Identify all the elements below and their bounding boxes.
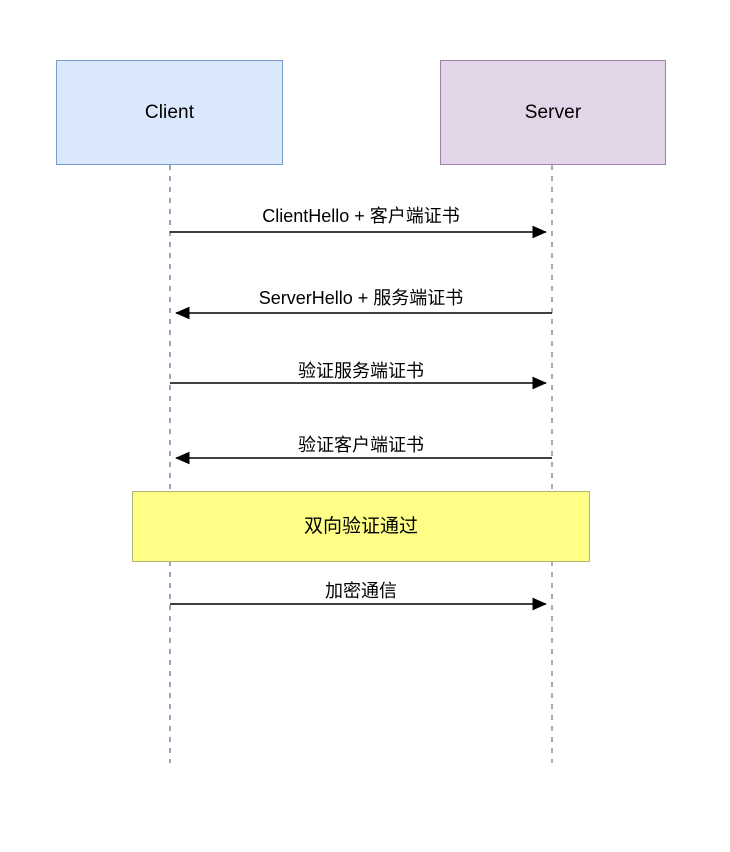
lifeline-group — [169, 165, 553, 763]
message-label-4: 验证客户端证书 — [298, 435, 424, 455]
note-label: 双向验证通过 — [303, 516, 418, 537]
message-arrow-group — [170, 225, 552, 611]
participant-box-client[interactable]: Client — [56, 60, 283, 165]
message-label-1: ClientHello + 客户端证书 — [262, 206, 460, 226]
message-label-3: 验证服务端证书 — [298, 361, 424, 381]
participant-label-client: Client — [144, 102, 195, 123]
message-label-5: 加密通信 — [325, 581, 397, 601]
participant-label-server: Server — [524, 102, 582, 123]
participant-box-server[interactable]: Server — [440, 60, 666, 165]
message-label-2: ServerHello + 服务端证书 — [258, 288, 464, 308]
note-box-mutual-auth[interactable]: 双向验证通过 — [132, 491, 590, 562]
